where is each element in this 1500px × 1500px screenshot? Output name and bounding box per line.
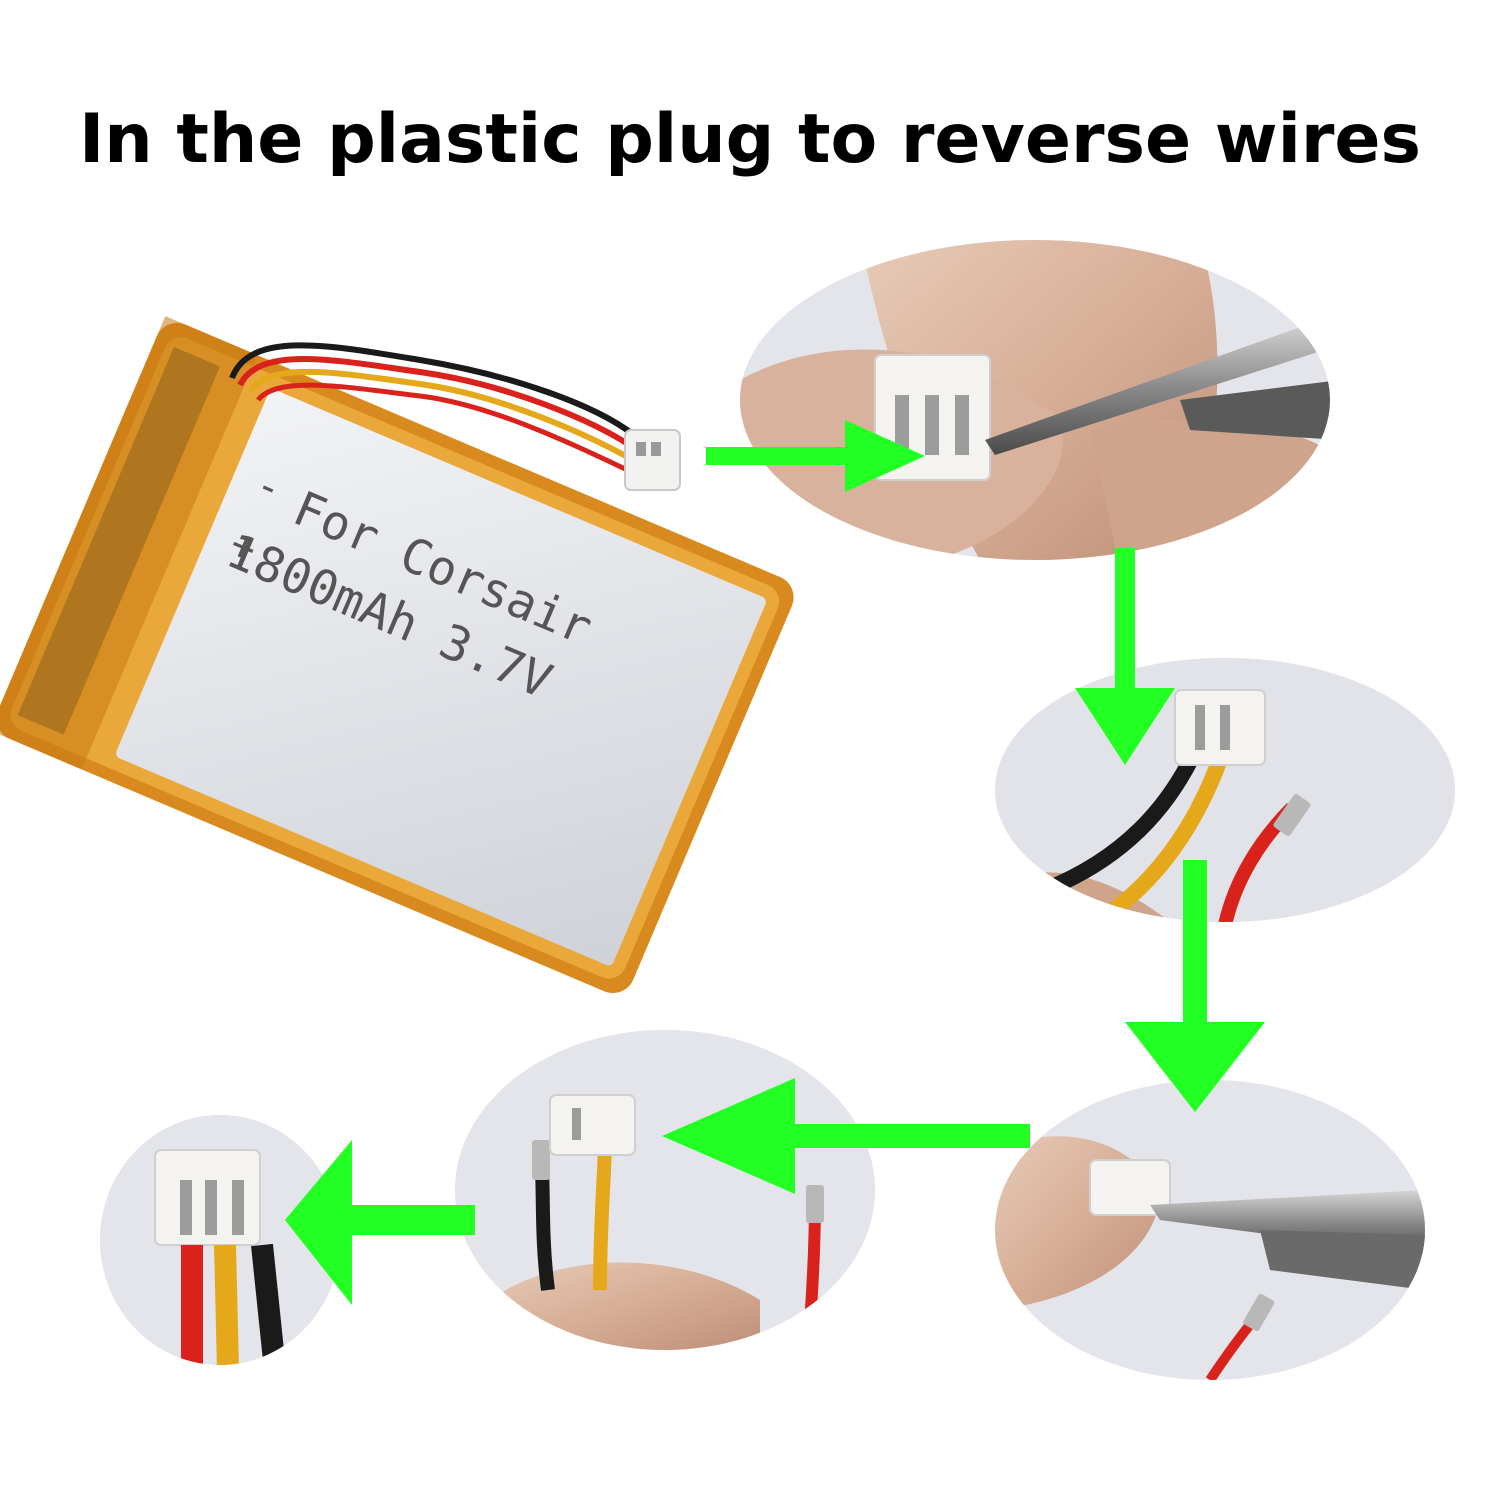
arrow-3-down: [1125, 860, 1265, 1112]
step-3-connector: [1089, 1159, 1171, 1216]
page-title: In the plastic plug to reverse wires: [78, 100, 1422, 179]
step-1-pliers: [985, 320, 1330, 455]
battery-label: [116, 389, 766, 966]
arrow-4-left: [662, 1078, 1030, 1194]
step-4-connector: [549, 1094, 636, 1156]
step-4-photo: [455, 1030, 875, 1350]
arrow-2-down: [1075, 548, 1175, 765]
step-5-photo: [100, 1115, 340, 1365]
battery-wires: [229, 342, 642, 479]
battery-pack: - + For Corsair 1800mAh 3.7V: [0, 316, 794, 994]
step-1-photo: [740, 240, 1330, 560]
step-2-photo: [995, 658, 1455, 922]
arrow-1-right: [706, 420, 925, 492]
battery-connector: [624, 429, 681, 491]
arrow-5-left: [285, 1140, 475, 1305]
step-3-photo: [995, 1080, 1425, 1380]
